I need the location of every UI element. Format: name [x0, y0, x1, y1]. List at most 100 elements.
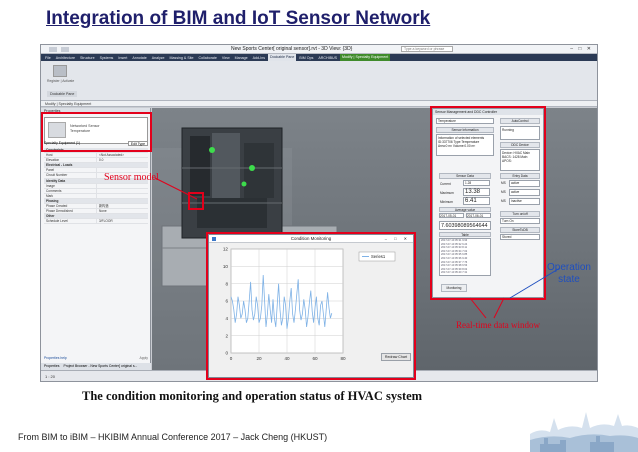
- app-icon: [212, 237, 216, 241]
- type-selector[interactable]: Networked Sensor Temperature: [44, 117, 148, 144]
- table-row[interactable]: 2017-07-10 05:40 7.31: [441, 271, 468, 275]
- property-section[interactable]: Other: [44, 214, 148, 220]
- property-value[interactable]: 新构造: [96, 204, 148, 209]
- running-status: Running: [500, 126, 540, 140]
- properties-footer: Properties help Apply: [44, 356, 148, 360]
- property-value[interactable]: [96, 188, 148, 193]
- property-value[interactable]: 3/FLOOR: [96, 219, 148, 224]
- state-label: MS: [501, 199, 506, 203]
- ribbon-tab[interactable]: Insert: [118, 55, 128, 60]
- ribbon-tab[interactable]: Dockable Pane: [268, 54, 297, 61]
- sensor-info-line: ID:337706 Type:Temperature: [438, 140, 480, 144]
- ribbon-tab[interactable]: Massing & Site: [169, 55, 194, 60]
- property-key: Phase Demolished: [46, 209, 73, 214]
- y-tick-label: 6: [225, 299, 228, 304]
- table-row[interactable]: 2017-07-10 05:32 6.24: [441, 242, 468, 246]
- tab-properties[interactable]: Properties: [44, 364, 60, 368]
- register-button[interactable]: [53, 65, 67, 77]
- y-tick-label: 0: [225, 351, 228, 356]
- apply-button[interactable]: Apply: [139, 356, 148, 360]
- operation-state-line: state: [558, 274, 580, 285]
- property-value[interactable]: [96, 183, 148, 188]
- ribbon: Register | Activate Dockable Pane: [41, 61, 597, 101]
- monitor-title: Condition Monitoring: [290, 236, 332, 241]
- ribbon-tab[interactable]: Architecture: [55, 55, 75, 60]
- date-to[interactable]: 2017-06-01: [466, 213, 491, 218]
- state-label: MS: [501, 190, 506, 194]
- sensor-type-dropdown[interactable]: Temperature: [436, 118, 494, 124]
- ribbon-panel-label: Dockable Pane: [47, 91, 78, 97]
- slide-caption: The condition monitoring and operation s…: [82, 389, 423, 403]
- x-tick-label: 80: [340, 356, 346, 361]
- average-header: Average value: [439, 207, 491, 212]
- series-line: [230, 274, 333, 329]
- ribbon-tab[interactable]: Analyze: [151, 55, 165, 60]
- ribbon-tabs: File Architecture Structure Systems Insert An…: [41, 54, 597, 61]
- monitoring-button[interactable]: Monitoring: [441, 284, 467, 292]
- table-header: Table: [439, 232, 491, 237]
- table-row[interactable]: 2017-07-10 05:38 6.53: [441, 264, 468, 268]
- ribbon-tab[interactable]: BIM Ops: [299, 55, 314, 60]
- tab-project-browser[interactable]: Project Browser - New Sports Center[ ori…: [63, 364, 138, 368]
- table-row[interactable]: 2017-07-10 05:31 9.93: [441, 239, 468, 242]
- table-row[interactable]: 2017-07-10 05:36 9.40: [441, 256, 468, 260]
- y-tick-label: 8: [225, 281, 228, 286]
- turn-onoff-field[interactable]: Turn On: [500, 218, 540, 224]
- store-header: StoreToDB: [500, 227, 540, 233]
- property-value[interactable]: [96, 168, 148, 173]
- realtime-window-label: Real-time data window: [456, 320, 540, 330]
- ribbon-tab[interactable]: ARCHIBUS: [318, 55, 337, 60]
- x-tick-label: 20: [256, 356, 262, 361]
- sensor-type-icon: [48, 122, 66, 138]
- table-row[interactable]: 2017-07-10 05:34 7.02: [441, 249, 468, 253]
- search-input[interactable]: Type a keyword or phrase: [401, 46, 453, 52]
- turn-onoff-header: Turn on/off: [500, 211, 540, 217]
- auto-control-button[interactable]: AutoControl: [500, 118, 540, 124]
- property-row: Panel: [44, 168, 148, 174]
- table-row[interactable]: 2017-07-10 05:35 6.85: [441, 253, 468, 257]
- ribbon-tab[interactable]: Manage: [234, 55, 248, 60]
- ribbon-tab[interactable]: Systems: [99, 55, 114, 60]
- ribbon-tab[interactable]: Collaborate: [198, 55, 217, 60]
- property-section[interactable]: Identity Data: [44, 178, 148, 184]
- property-value[interactable]: <Not Associated>: [96, 153, 148, 158]
- ddc-info-box: Device: HVAC Main BACS: 1428 Main APOS:: [500, 149, 540, 171]
- property-key: Host: [46, 153, 53, 158]
- property-key: Comments: [46, 188, 62, 193]
- date-from[interactable]: 2017-05-01: [439, 213, 464, 218]
- property-key: Phase Created: [46, 204, 68, 209]
- sensor-info-line: Area:0 m² Volume:0.00 m³: [438, 144, 476, 148]
- monitor-window-controls[interactable]: – □ ✕: [384, 236, 410, 241]
- property-value[interactable]: None: [96, 209, 148, 214]
- monitor-titlebar: Condition Monitoring – □ ✕: [209, 235, 413, 243]
- properties-help-link[interactable]: Properties help: [44, 356, 67, 360]
- quick-access-toolbar[interactable]: [49, 47, 139, 52]
- window-controls[interactable]: – □ ✕: [570, 46, 593, 52]
- table-row[interactable]: 2017-07-10 05:33 8.11: [441, 246, 468, 250]
- table-row[interactable]: 2017-07-10 05:39 8.02: [441, 267, 468, 271]
- ribbon-tab[interactable]: Annotate: [132, 55, 147, 60]
- type-selector-highlight: [41, 112, 152, 152]
- state-value: active: [509, 189, 540, 196]
- property-section[interactable]: Electrical - Loads: [44, 163, 148, 169]
- property-value[interactable]: [96, 193, 148, 198]
- operation-state-label: Operation state: [543, 262, 595, 286]
- property-key: Identity Data: [46, 178, 66, 183]
- edit-type-button[interactable]: Edit Type: [127, 141, 148, 146]
- property-section[interactable]: Phasing: [44, 198, 148, 205]
- ribbon-tab[interactable]: Structure: [79, 55, 95, 60]
- ribbon-tab[interactable]: Modify | Specialty Equipment: [339, 54, 391, 61]
- instance-filter[interactable]: Specialty Equipment (1): [44, 141, 80, 145]
- ribbon-tab[interactable]: Add-Ins: [252, 55, 266, 60]
- current-value: 1.28: [463, 180, 490, 186]
- property-value[interactable]: [96, 173, 148, 178]
- property-value[interactable]: 0.0: [96, 158, 148, 163]
- view-scale[interactable]: 1 : 20: [45, 374, 56, 379]
- ribbon-tab[interactable]: View: [221, 55, 230, 60]
- ribbon-tab[interactable]: File: [45, 55, 51, 60]
- table-row[interactable]: 2017-07-10 05:37 7.76: [441, 260, 468, 264]
- state-label: MS: [501, 181, 506, 185]
- property-row: Comments: [44, 188, 148, 194]
- redraw-chart-button[interactable]: Redraw Chart: [381, 353, 411, 361]
